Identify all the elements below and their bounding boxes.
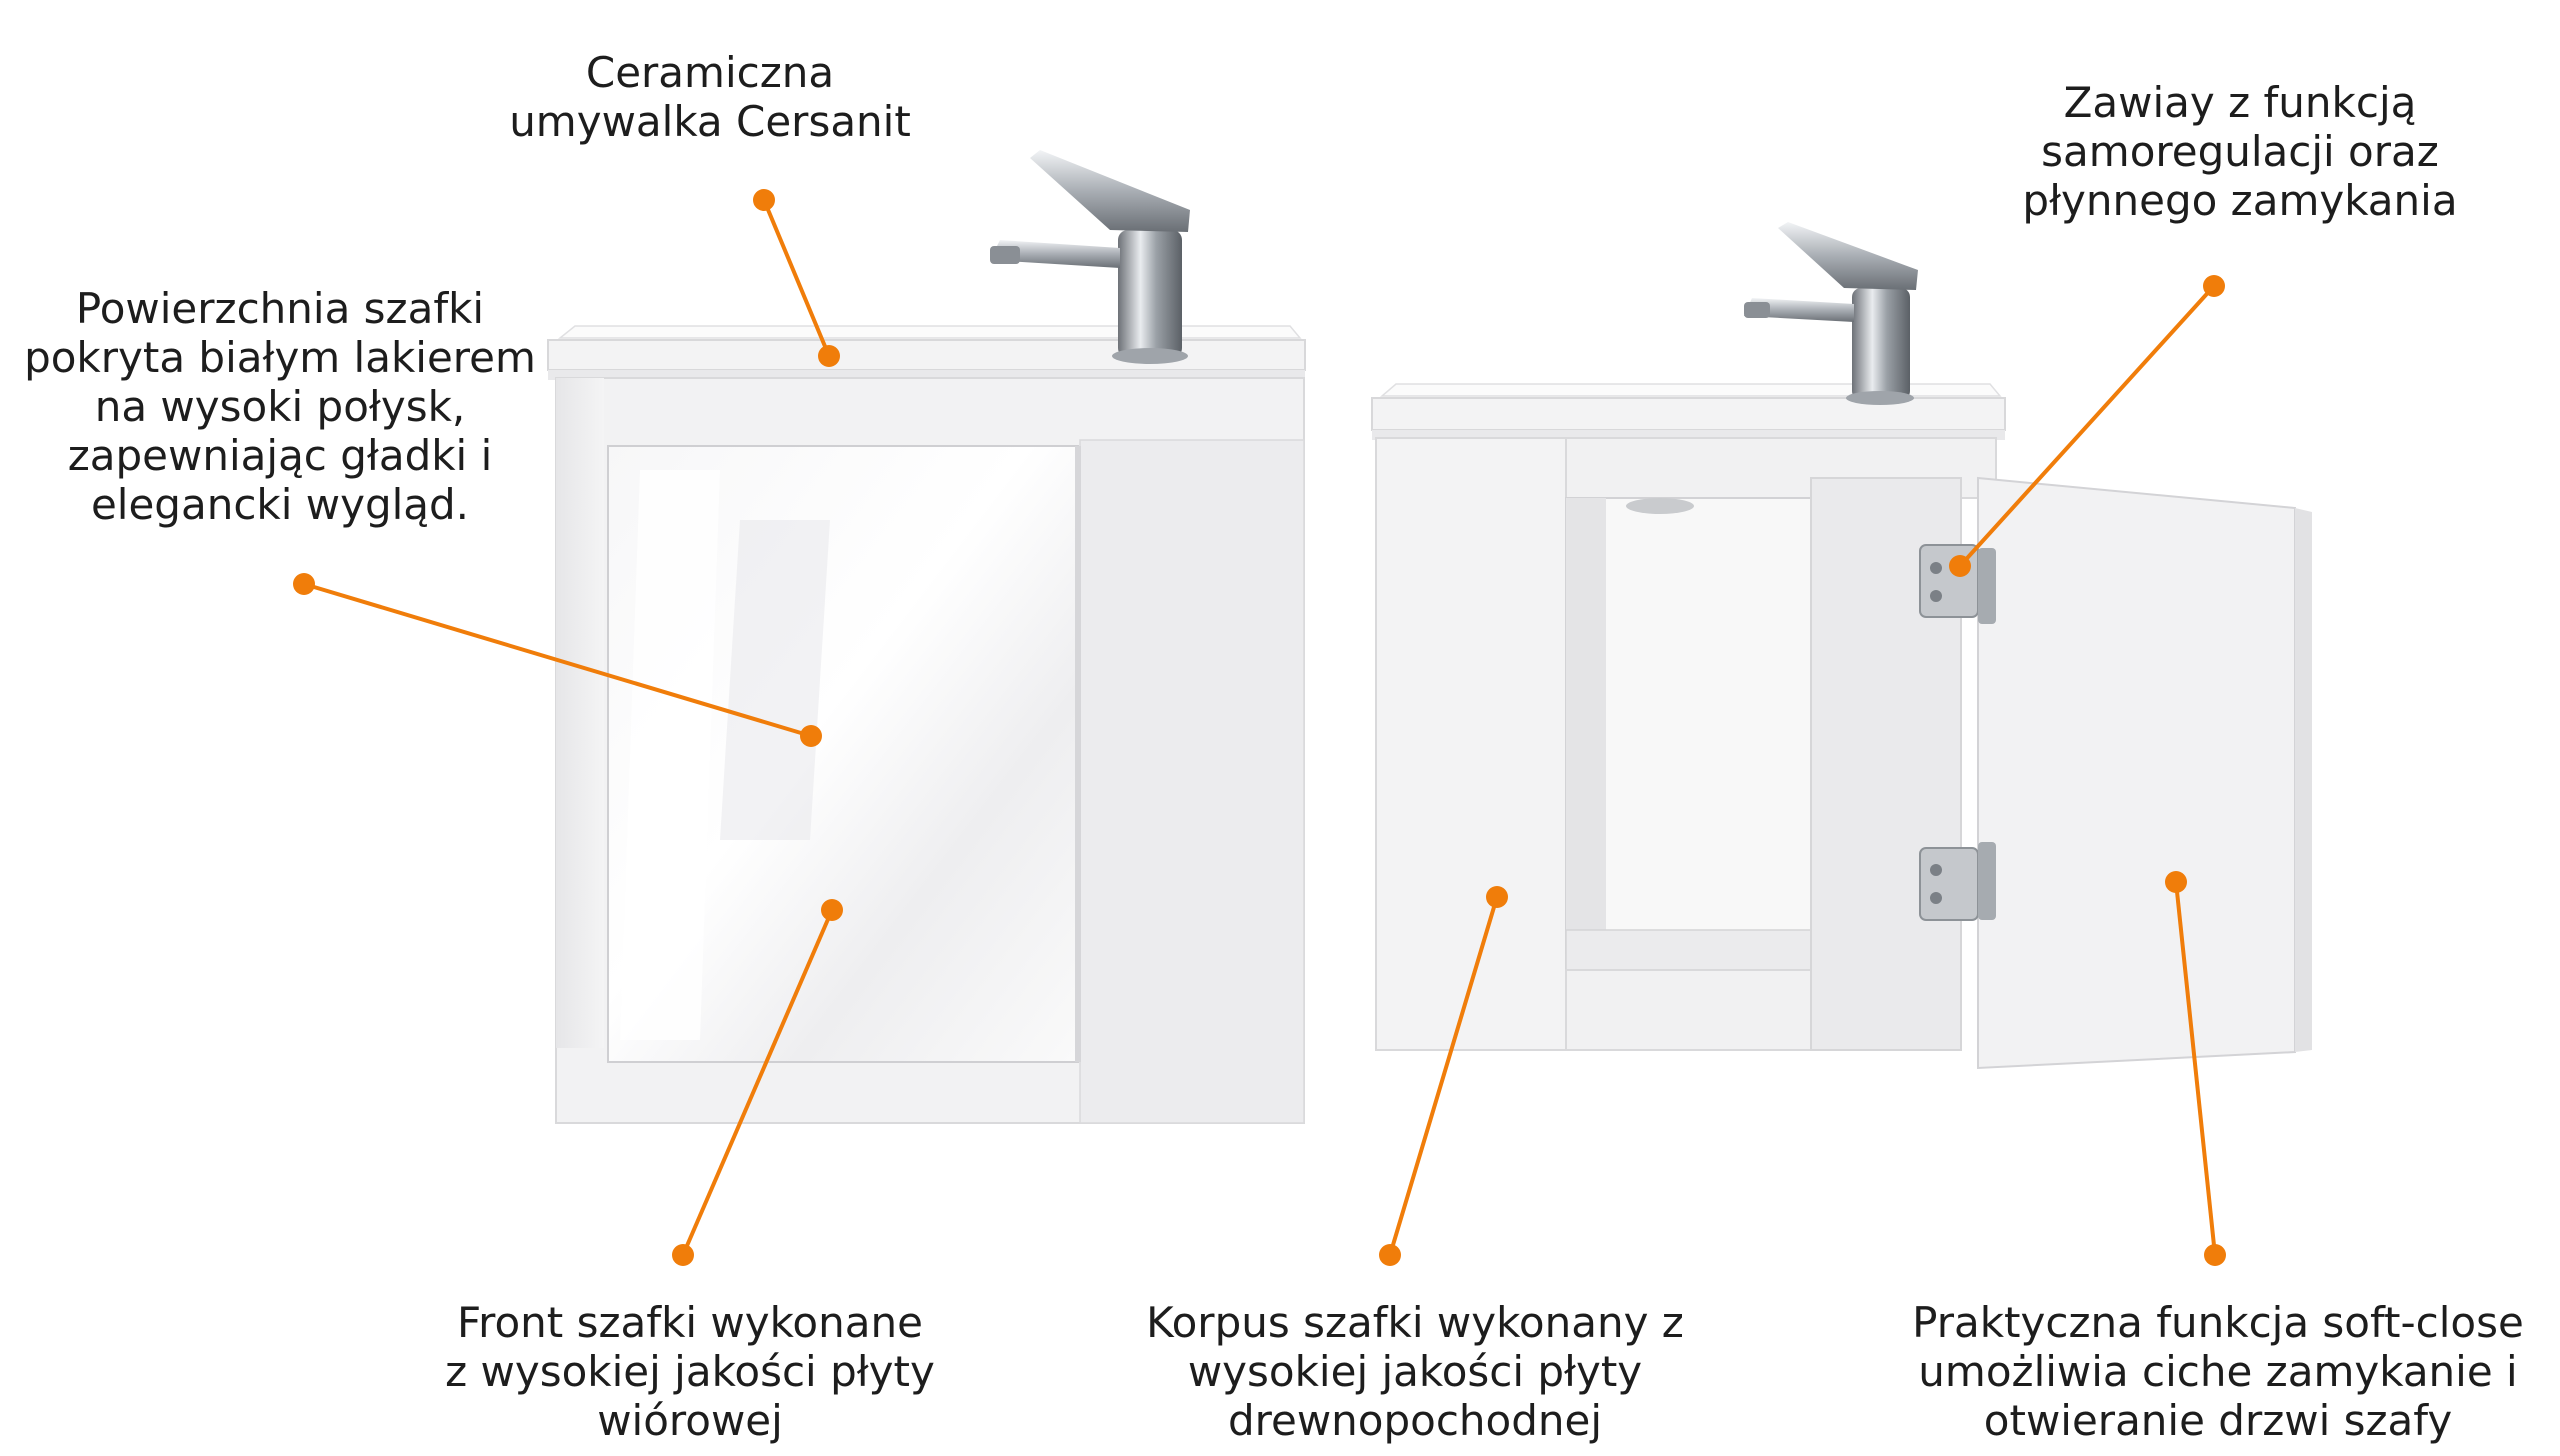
open-cabinet-door: [1977, 476, 2296, 1070]
label-line: Front szafki wykonane: [457, 1298, 923, 1347]
callout-dot: [1486, 886, 1508, 908]
label-softclose: Praktyczna funkcja soft-close umożliwia …: [1886, 1298, 2550, 1445]
label-hinges: Zawiay z funkcją samoregulacji oraz płyn…: [1960, 78, 2520, 225]
callout-softclose: [2165, 871, 2226, 1266]
label-line: wiórowej: [597, 1396, 783, 1445]
label-line: drewnopochodnej: [1227, 1396, 1603, 1445]
callout-dot: [293, 573, 315, 595]
label-line: otwieranie drzwi szafy: [1983, 1396, 2453, 1445]
closed-cabinet: [547, 150, 1306, 1124]
callout-sink: [753, 189, 840, 367]
label-line: Powierzchnia szafki: [75, 284, 485, 333]
callout-dot: [1379, 1244, 1401, 1266]
callout-dot: [2204, 1244, 2226, 1266]
label-line: samoregulacji oraz: [2041, 127, 2439, 176]
callout-dot: [818, 345, 840, 367]
label-line: na wysoki połysk,: [94, 382, 466, 431]
label-line: elegancki wygląd.: [90, 480, 470, 529]
label-line: płynnego zamykania: [2022, 176, 2458, 225]
label-line: umywalka Cersanit: [509, 97, 911, 146]
label-surface: Powierzchnia szafki pokryta białym lakie…: [10, 284, 550, 529]
label-line: Korpus szafki wykonany z: [1146, 1298, 1684, 1347]
label-line: umożliwia ciche zamykanie i: [1918, 1347, 2518, 1396]
label-line: Praktyczna funkcja soft-close: [1912, 1298, 2524, 1347]
callout-dot: [821, 899, 843, 921]
closed-sink-top: [547, 339, 1306, 371]
label-line: Zawiay z funkcją: [2063, 78, 2417, 127]
label-line: wysokiej jakości płyty: [1187, 1347, 1643, 1396]
label-body: Korpus szafki wykonany z wysokiej jakośc…: [1105, 1298, 1725, 1445]
callout-dot: [2203, 275, 2225, 297]
open-sink-top: [1371, 397, 2006, 431]
callout-surface: [293, 573, 822, 747]
callout-dot: [672, 1244, 694, 1266]
callout-front: [672, 899, 843, 1266]
label-line: pokryta białym lakierem: [24, 333, 536, 382]
label-line: z wysokiej jakości płyty: [445, 1347, 935, 1396]
open-cabinet: [1371, 222, 2312, 1070]
callout-dot: [2165, 871, 2187, 893]
closed-faucet: [990, 150, 1190, 364]
label-front: Front szafki wykonane z wysokiej jakości…: [400, 1298, 980, 1445]
callout-body: [1379, 886, 1508, 1266]
open-faucet: [1744, 222, 1918, 405]
callout-dot: [1949, 555, 1971, 577]
label-line: zapewniając gładki i: [67, 431, 493, 480]
callout-dot: [753, 189, 775, 211]
callout-hinges: [1949, 275, 2225, 577]
callout-dot: [800, 725, 822, 747]
callout-lines: [293, 189, 2226, 1266]
label-line: Ceramiczna: [585, 48, 835, 97]
lower-hinge: [1919, 842, 1996, 921]
label-sink: Ceramiczna umywalka Cersanit: [460, 48, 960, 146]
